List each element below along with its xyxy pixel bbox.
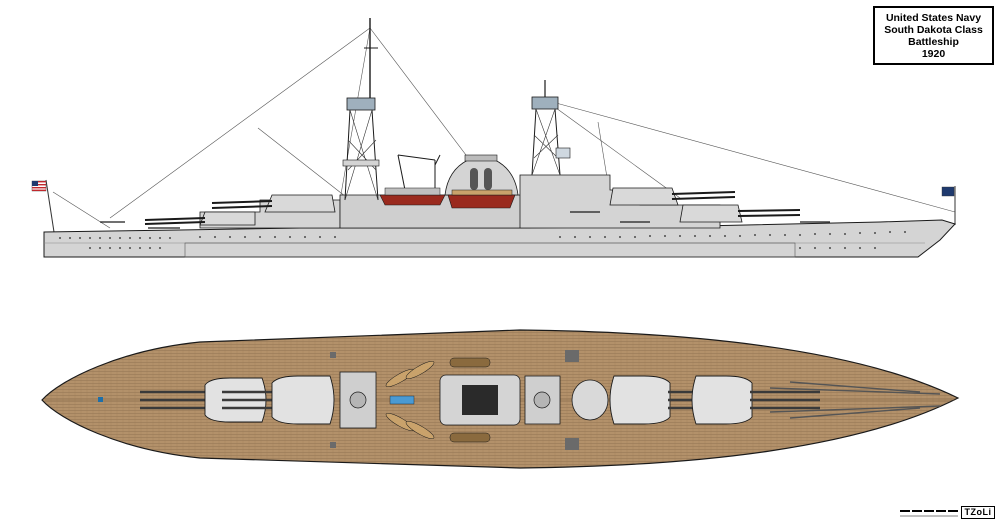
turret-1-plan <box>691 375 820 425</box>
portholes <box>59 231 906 249</box>
turret-2-profile <box>609 187 736 206</box>
deck-hatch <box>98 397 103 402</box>
turret-4-profile <box>144 211 256 226</box>
funnel <box>444 154 519 196</box>
stern-flag-icon <box>31 179 55 233</box>
superstructure-plan <box>339 371 609 429</box>
turret-1-profile <box>679 204 801 223</box>
bow-flag-icon <box>941 186 956 225</box>
title-year: 1920 <box>921 47 946 60</box>
plan-view <box>41 329 960 469</box>
cage-mast-fore <box>531 80 571 176</box>
secondary-guns <box>100 211 830 229</box>
title-block: United States Navy South Dakota Class Ba… <box>873 6 994 65</box>
title-class: South Dakota Class <box>884 23 983 36</box>
profile-view <box>31 18 956 258</box>
cage-mast-aft <box>342 18 380 201</box>
boats-plan <box>385 357 491 443</box>
anchor-chains <box>769 381 941 419</box>
title-type: Battleship <box>908 35 959 48</box>
deck-fittings <box>330 350 579 450</box>
title-navy: United States Navy <box>885 11 982 24</box>
scale-bar <box>900 510 958 517</box>
turret-3-profile <box>211 194 336 213</box>
turret-3-plan <box>222 375 335 425</box>
artist-signature: TZoLi <box>961 506 995 519</box>
boats-profile <box>379 187 516 209</box>
